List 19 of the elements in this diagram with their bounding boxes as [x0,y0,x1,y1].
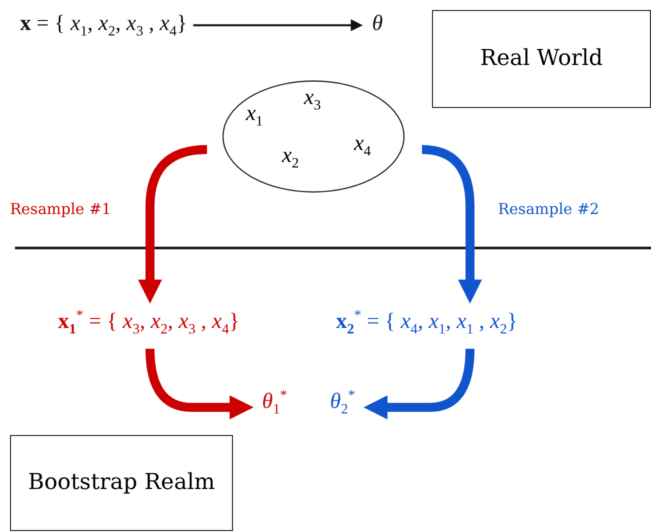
edge-label: Resample #2 [498,200,600,218]
realm-box [10,435,233,531]
formula: x = { x$_{1}$, x$_{2}$, x$_{3}$ , x$_{4}$} [20,10,188,40]
formula: θ [372,10,383,36]
realm-title: Bootstrap Realm [28,468,215,497]
sample-variable: x$_{4}$ [354,130,371,160]
sample-variable: x$_{3}$ [304,84,321,114]
realm-box [432,10,651,108]
sample-ellipse [222,80,405,193]
edge-label: Resample #1 [10,200,112,218]
sample-variable: x$_{1}$ [246,100,263,130]
formula: x$_{2}$$^{*}$ = { x$_{4}$, x$_{1}$, x$_{1}$ , x$_{2}$} [336,308,518,339]
realm-title: Real World [480,44,603,73]
arrow [146,348,254,420]
formula: x$_{1}$$^{*}$ = { x$_{3}$, x$_{2}$, x$_{3}$ , x$_{4}$} [58,308,240,339]
arrow [138,145,208,304]
arrow [193,19,363,32]
sample-variable: x$_{2}$ [282,142,299,172]
arrow [364,348,474,420]
